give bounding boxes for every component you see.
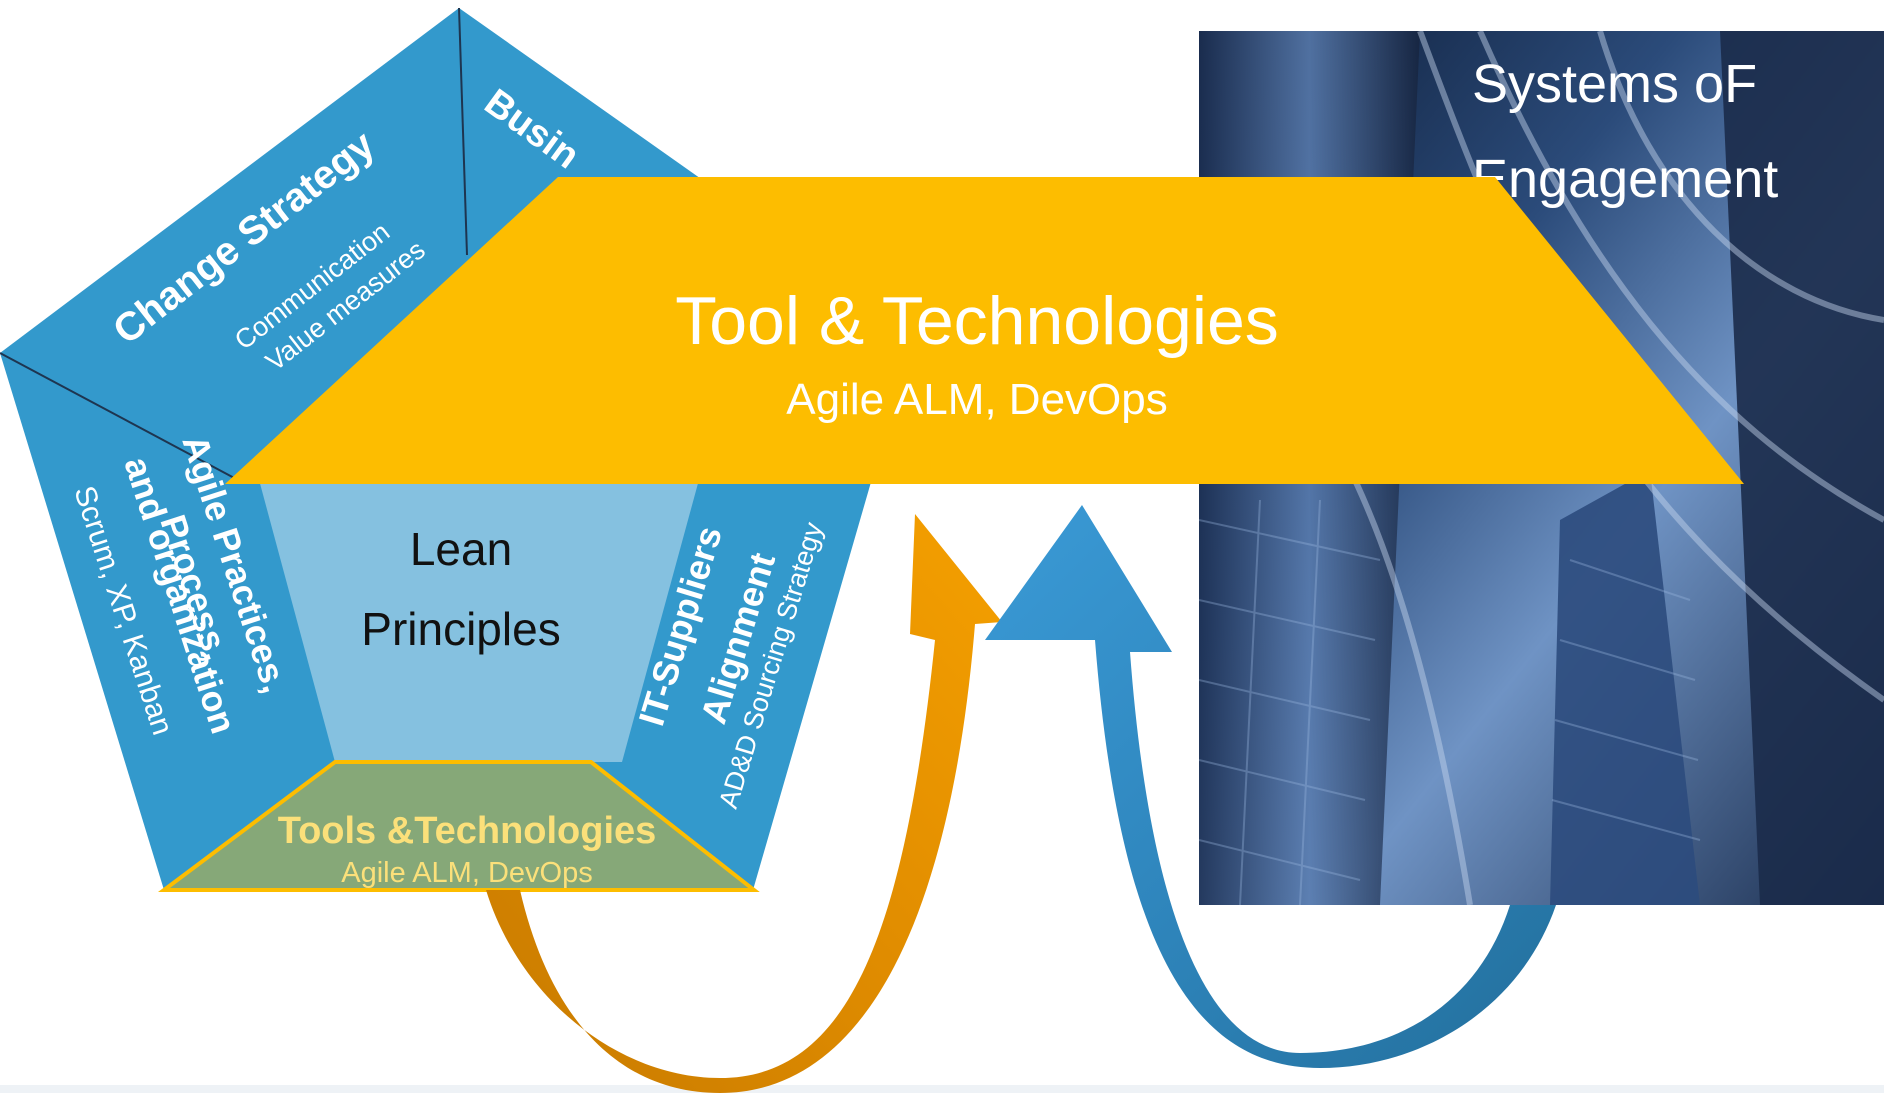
orange-arrow (486, 514, 1002, 1093)
divider-top (458, 7, 468, 256)
blue-arrow-shape (985, 505, 1556, 1068)
blue-arrow (985, 505, 1556, 1068)
glass-grid (1199, 499, 1701, 905)
lean-center (258, 476, 700, 762)
banner-shape (225, 177, 1744, 484)
photo-label-line2: Engagement (1472, 149, 1778, 209)
lean-label-line1: Lean (410, 523, 512, 575)
tools-sub: Agile ALM, DevOps (341, 857, 592, 889)
tools-trapezoid (157, 760, 760, 892)
bottom-border (0, 1085, 1884, 1093)
orange-arrow-shape (486, 514, 1002, 1093)
banner-title: Tool & Technologies (675, 283, 1279, 359)
tower-far-right (1720, 31, 1884, 905)
banner: Tool & Technologies Agile ALM, DevOps (225, 177, 1744, 484)
banner-subtitle: Agile ALM, DevOps (786, 375, 1168, 424)
tower-right (1550, 470, 1700, 905)
divider-left (0, 352, 239, 481)
tools-title: Tools &Technologies (278, 810, 657, 852)
photo-label-line1: Systems oF (1472, 54, 1757, 114)
lean-label-line2: Principles (361, 603, 560, 655)
